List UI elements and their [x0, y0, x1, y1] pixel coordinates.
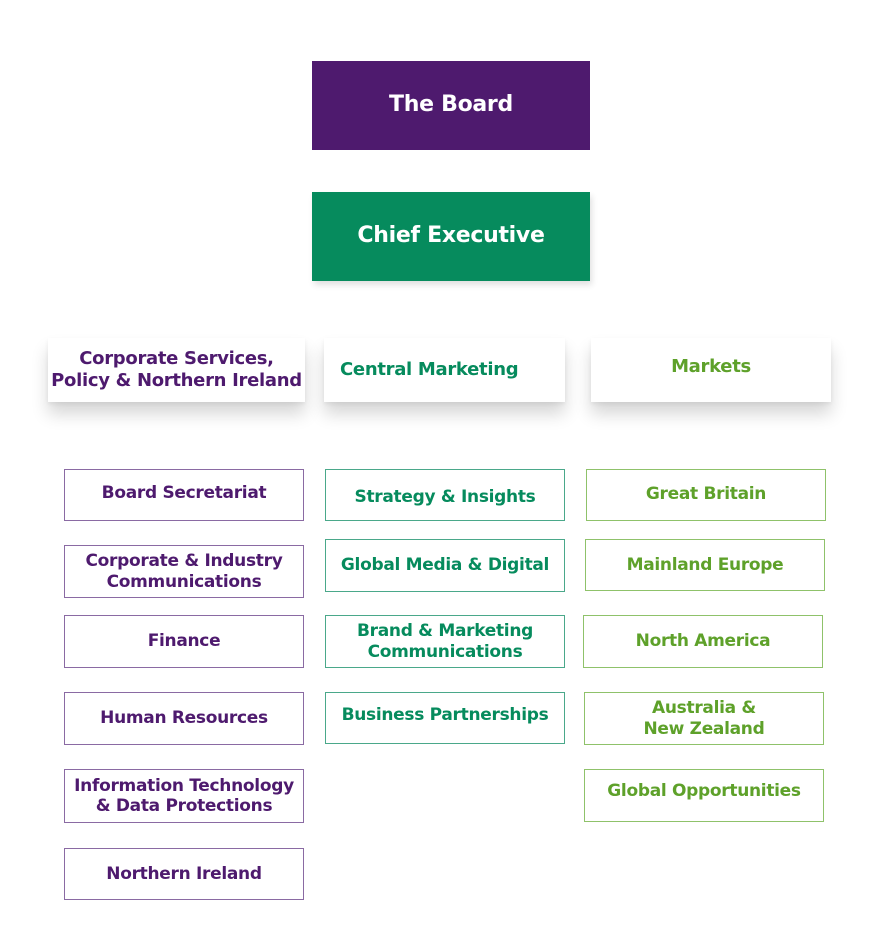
unit-label: Great Britain — [645, 483, 767, 504]
unit-label-line2: New Zealand — [643, 718, 765, 739]
unit-global-media-digital: Global Media & Digital — [325, 539, 565, 592]
division-markets: Markets — [591, 338, 831, 402]
unit-label: Business Partnerships — [341, 704, 549, 725]
unit-label-line2: Communications — [367, 641, 523, 662]
unit-label-line1: Information Technology — [74, 775, 294, 796]
unit-northern-ireland: Northern Ireland — [64, 848, 304, 900]
division-markets-label: Markets — [671, 356, 751, 378]
unit-label-line1: Brand & Marketing — [356, 621, 534, 642]
division-corporate-label-line1: Corporate Services, — [79, 348, 274, 370]
unit-label: Global Media & Digital — [340, 555, 550, 576]
unit-label-line1: Corporate & Industry — [85, 551, 283, 572]
board-label: The Board — [389, 92, 513, 118]
unit-label: Human Resources — [100, 708, 268, 729]
unit-board-secretariat: Board Secretariat — [64, 469, 304, 521]
unit-label-line2: Communications — [106, 571, 262, 592]
unit-great-britain: Great Britain — [586, 469, 826, 521]
unit-human-resources: Human Resources — [64, 692, 304, 745]
board-box: The Board — [312, 61, 590, 150]
unit-australia-new-zealand: Australia & New Zealand — [584, 692, 824, 745]
unit-label: Finance — [147, 631, 221, 652]
chief-executive-box: Chief Executive — [312, 192, 590, 281]
unit-label-line2: & Data Protections — [95, 796, 273, 816]
unit-label-line1: Australia & — [652, 698, 756, 719]
unit-strategy-insights: Strategy & Insights — [325, 469, 565, 521]
division-central-marketing: Central Marketing — [324, 338, 565, 402]
unit-north-america: North America — [583, 615, 823, 668]
unit-label: Board Secretariat — [101, 482, 267, 503]
unit-mainland-europe: Mainland Europe — [585, 539, 825, 591]
division-corporate-services: Corporate Services, Policy & Northern Ir… — [48, 338, 305, 402]
unit-brand-marketing-communications: Brand & Marketing Communications — [325, 615, 565, 668]
unit-label: Global Opportunities — [607, 781, 801, 802]
unit-finance: Finance — [64, 615, 304, 668]
unit-label: North America — [635, 631, 771, 652]
division-marketing-label: Central Marketing — [340, 359, 519, 381]
unit-label: Mainland Europe — [626, 554, 784, 575]
chief-executive-label: Chief Executive — [357, 223, 545, 249]
unit-label: Strategy & Insights — [354, 486, 536, 507]
unit-information-technology: Information Technology & Data Protection… — [64, 769, 304, 823]
unit-business-partnerships: Business Partnerships — [325, 692, 565, 744]
division-corporate-label-line2: Policy & Northern Ireland — [51, 370, 302, 391]
unit-corporate-industry-communications: Corporate & Industry Communications — [64, 545, 304, 598]
unit-label: Northern Ireland — [106, 863, 262, 884]
unit-global-opportunities: Global Opportunities — [584, 769, 824, 822]
